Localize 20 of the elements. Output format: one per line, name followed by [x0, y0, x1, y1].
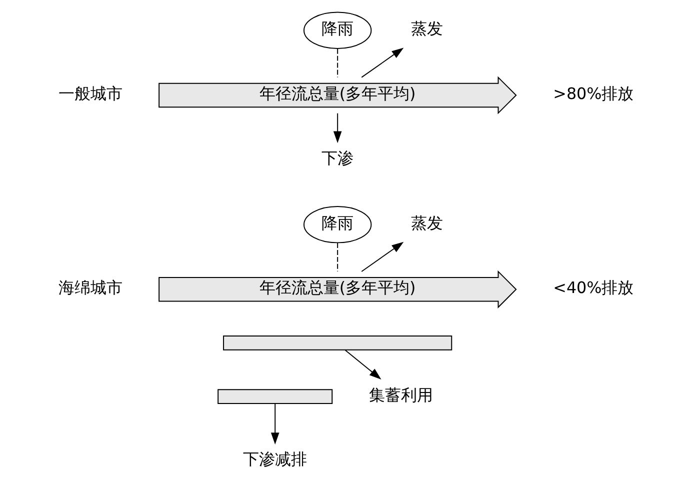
arrow: [361, 242, 404, 272]
node-bar: [223, 336, 452, 350]
node-text: 下渗减排: [243, 450, 308, 469]
arrow: [361, 48, 404, 78]
node-text: 集蓄利用: [369, 385, 434, 404]
arrow: [333, 112, 342, 144]
connector: [337, 48, 338, 78]
node-ellipse: 降雨: [303, 206, 372, 244]
connector: [337, 242, 338, 272]
node-text: 蒸发: [410, 213, 443, 232]
arrow: [344, 350, 382, 380]
label: 海绵城市: [58, 278, 123, 298]
node-text: 蒸发: [410, 19, 443, 38]
node-ellipse: 降雨: [303, 12, 372, 50]
node-label: >80%排放: [553, 84, 634, 104]
node-label: <40%排放: [553, 278, 634, 298]
label: 一般城市: [58, 84, 123, 104]
arrow: [270, 403, 280, 444]
node-bar: [218, 389, 333, 404]
node-text: 下渗: [322, 148, 354, 168]
